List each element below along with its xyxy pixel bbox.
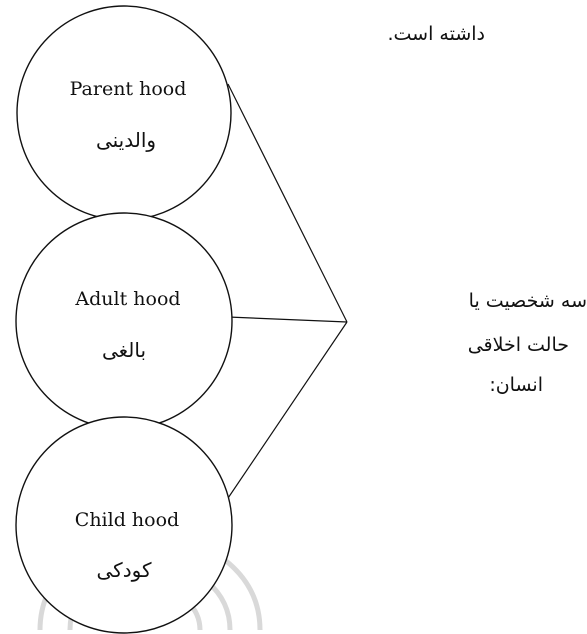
- connector-child: [221, 321, 348, 508]
- child-hood-label: Child hood: [75, 509, 179, 531]
- parent-hood-label: Parent hood: [70, 78, 187, 100]
- connector-adult: [227, 316, 348, 323]
- connector-parent: [227, 83, 348, 323]
- side-label-line-1: سه شخصیت یا: [468, 290, 587, 312]
- child-hood-circle: [15, 416, 233, 634]
- parent-hood-persian-label: والدینی: [96, 128, 156, 152]
- adult-hood-label: Adult hood: [74, 288, 180, 310]
- top-note-text: داشته است.: [387, 23, 485, 45]
- parent-hood-circle: [16, 5, 232, 221]
- side-label-line-2: حالت اخلاقی: [467, 334, 569, 356]
- adult-hood-circle: [15, 212, 233, 430]
- child-hood-persian-label: کودکی: [97, 558, 152, 582]
- adult-hood-persian-label: بالغی: [102, 338, 146, 362]
- side-label-line-3: انسان:: [489, 374, 543, 396]
